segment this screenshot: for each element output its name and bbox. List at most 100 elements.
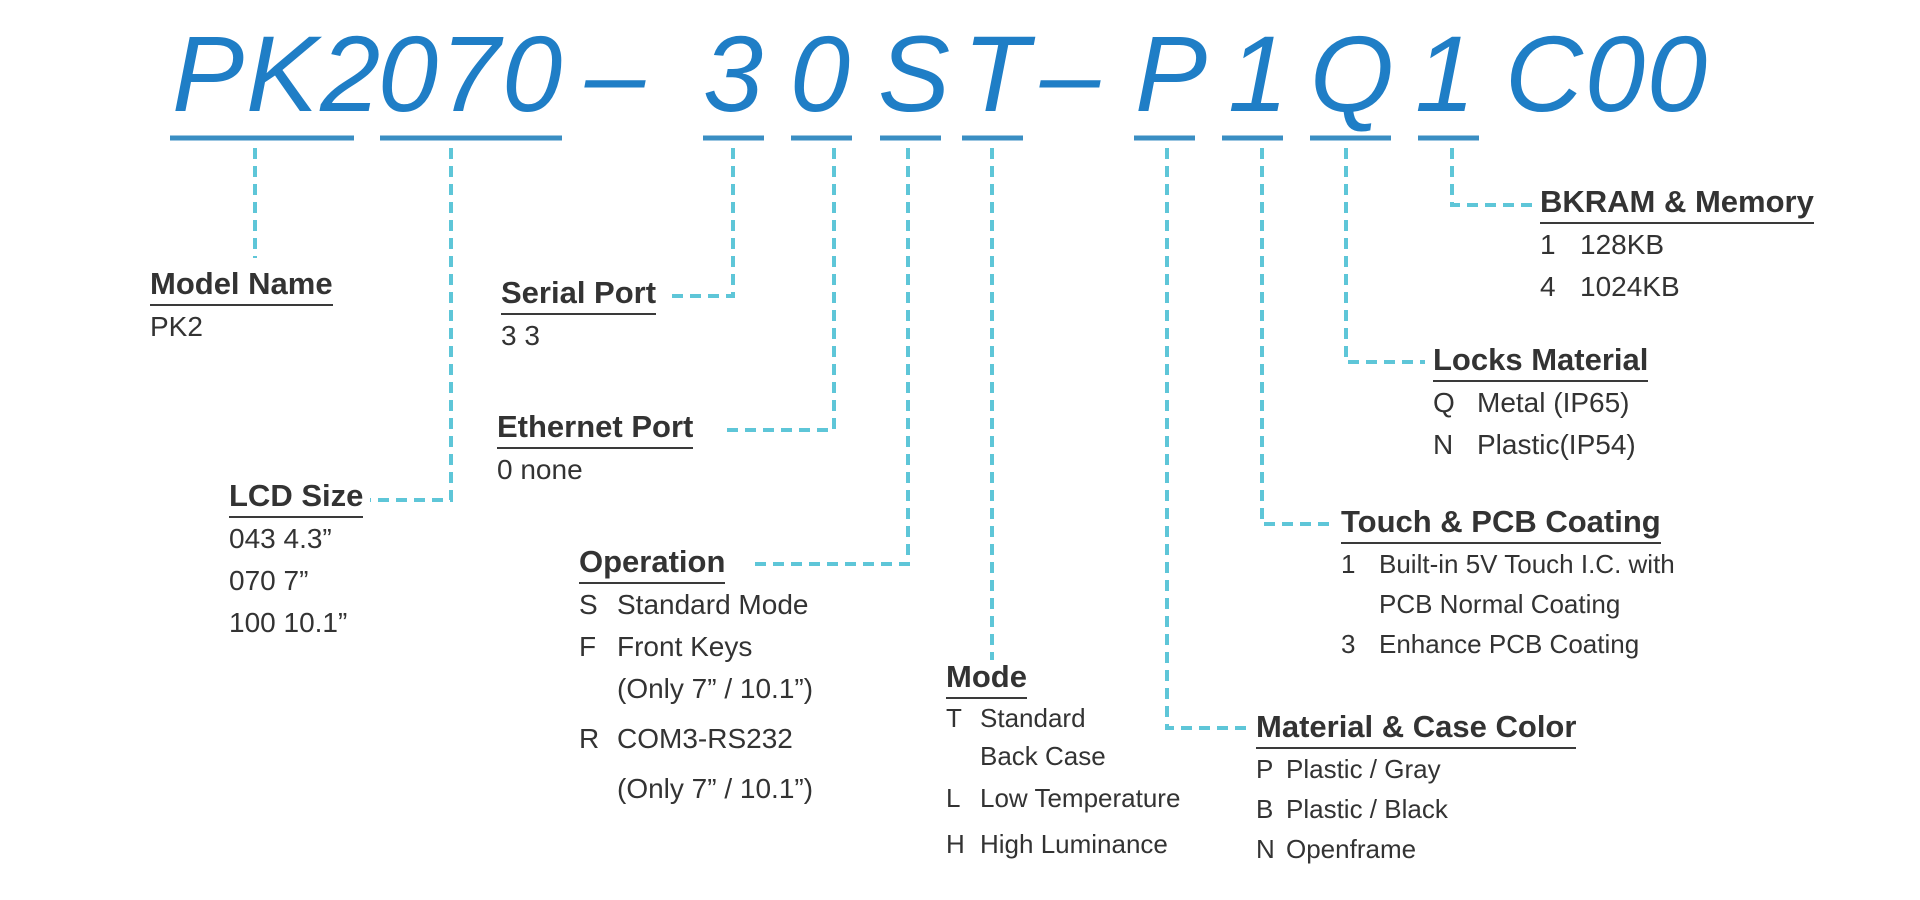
option-row: B Plastic / Black (1256, 789, 1576, 829)
group-title: Serial Port (501, 274, 657, 315)
option-text: Plastic / Gray (1286, 754, 1441, 784)
code-segment-touch: 1 (1228, 13, 1291, 134)
code-dash: – (1040, 13, 1103, 134)
option-row: R COM3-RS232 (579, 718, 813, 760)
group-title: Ethernet Port (497, 408, 694, 449)
option-row: 1 128KB (1540, 224, 1814, 266)
group-title: Locks Material (1433, 341, 1649, 382)
group-title: BKRAM & Memory (1540, 183, 1814, 224)
group-ethernet-port: Ethernet Port 0 none (497, 408, 694, 491)
code-segment-c00: C00 (1505, 13, 1710, 134)
option-text: Metal (IP65) (1477, 387, 1630, 418)
option-text: Enhance PCB Coating (1379, 629, 1640, 659)
group-title: Operation (579, 543, 726, 584)
option-text: Standard (980, 703, 1086, 733)
group-title: Material & Case Color (1256, 708, 1577, 749)
option-code: P (1256, 754, 1274, 784)
code-segment-material: P (1135, 13, 1210, 134)
connector-operation (752, 148, 910, 566)
group-title: LCD Size (229, 477, 364, 518)
code-segment-mode: T (963, 13, 1031, 134)
option-row: L Low Temperature (946, 775, 1180, 821)
group-title: Touch & PCB Coating (1341, 503, 1661, 544)
option-row: P Plastic / Gray (1256, 749, 1576, 789)
option-row: 100 10.1” (229, 607, 348, 638)
option-text: Built-in 5V Touch I.C. with (1379, 549, 1675, 579)
option-text: (Only 7” / 10.1”) (617, 773, 814, 804)
code-segment-ethernet-port: 0 (790, 13, 853, 134)
connector-lcd-size (370, 148, 453, 502)
option-code: L (946, 783, 961, 813)
connector-ethernet-port (722, 148, 836, 432)
option-row: 0 none (497, 454, 583, 485)
group-bkram-memory: BKRAM & Memory 1 128KB 4 1024KB (1540, 183, 1814, 308)
group-lcd-size: LCD Size 043 4.3” 070 7” 100 10.1” (229, 477, 364, 644)
code-dash: – (585, 13, 648, 134)
option-row-continued: (Only 7” / 10.1”) (579, 668, 813, 710)
connector-material (1165, 148, 1250, 730)
option-row: 3 3 (501, 320, 540, 351)
option-row-continued: (Only 7” / 10.1”) (579, 768, 813, 810)
option-code: 1 (1540, 229, 1556, 260)
option-row: 1 Built-in 5V Touch I.C. with (1341, 544, 1675, 584)
dashed-connectors (253, 148, 1533, 730)
option-code: N (1433, 429, 1454, 460)
option-text: Plastic / Black (1286, 794, 1448, 824)
option-row: 043 4.3” (229, 523, 332, 554)
option-text: Plastic(IP54) (1477, 429, 1636, 460)
group-serial-port: Serial Port 3 3 (501, 274, 657, 357)
option-code: S (579, 589, 598, 620)
group-title: Model Name (150, 265, 333, 306)
option-code: R (579, 723, 600, 754)
option-row: H High Luminance (946, 821, 1180, 867)
option-text: Low Temperature (980, 783, 1181, 813)
connector-serial-port (668, 148, 735, 298)
option-code: Q (1433, 387, 1455, 418)
group-touch-pcb-coating: Touch & PCB Coating 1 Built-in 5V Touch I… (1341, 503, 1675, 664)
option-text: Standard Mode (617, 589, 809, 620)
group-mode: Mode T Standard Back Case L Low Temperatur… (946, 658, 1180, 867)
option-row: T Standard (946, 699, 1180, 737)
group-title: Mode (946, 658, 1027, 699)
group-model-name: Model Name PK2 (150, 265, 333, 348)
option-code: 4 (1540, 271, 1556, 302)
connector-touch (1260, 148, 1333, 526)
option-text: PCB Normal Coating (1379, 589, 1621, 619)
option-code: 3 (1341, 629, 1356, 659)
code-segment-lcd-size: 070 (378, 13, 565, 134)
option-row: N Plastic(IP54) (1433, 424, 1648, 466)
option-row: PK2 (150, 311, 203, 342)
option-code: H (946, 829, 965, 859)
option-text: 128KB (1580, 229, 1665, 260)
option-text: Back Case (980, 741, 1106, 771)
option-row: 4 1024KB (1540, 266, 1814, 308)
option-text: 1024KB (1580, 271, 1680, 302)
code-segment-locks: Q (1310, 13, 1397, 134)
option-row: 3 Enhance PCB Coating (1341, 624, 1675, 664)
option-text: COM3-RS232 (617, 723, 793, 754)
option-row: 070 7” (229, 565, 309, 596)
option-code: N (1256, 834, 1275, 864)
code-segment-bkram: 1 (1415, 13, 1478, 134)
code-segment-serial-port: 3 (703, 13, 766, 134)
connector-bkram (1450, 148, 1533, 207)
option-row: N Openframe (1256, 829, 1576, 869)
option-text: (Only 7” / 10.1”) (617, 673, 814, 704)
option-code: T (946, 703, 962, 733)
connector-locks (1344, 148, 1425, 364)
group-locks-material: Locks Material Q Metal (IP65) N Plastic(IP… (1433, 341, 1649, 466)
option-text: High Luminance (980, 829, 1168, 859)
option-row-continued: PCB Normal Coating (1341, 584, 1675, 624)
option-row-continued: Back Case (946, 737, 1180, 775)
option-code: 1 (1341, 549, 1356, 579)
code-segment-pk2: PK2 (172, 13, 383, 134)
option-text: Openframe (1286, 834, 1417, 864)
option-code: B (1256, 794, 1274, 824)
option-row: Q Metal (IP65) (1433, 382, 1648, 424)
option-row: S Standard Mode (579, 584, 813, 626)
